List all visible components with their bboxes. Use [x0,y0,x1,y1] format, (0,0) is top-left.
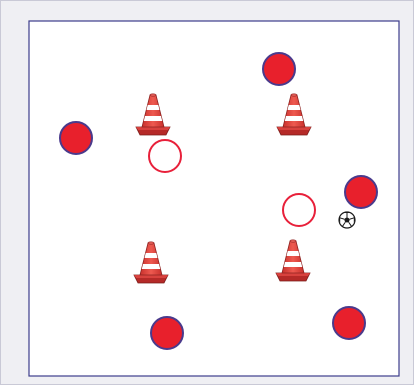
player-disc-icon [333,307,365,339]
player-disc-icon [60,122,92,154]
player-disc-icon [263,53,295,85]
player-disc-icon [345,176,377,208]
player-disc-icon [151,317,183,349]
soccer-ball-icon [339,212,355,228]
